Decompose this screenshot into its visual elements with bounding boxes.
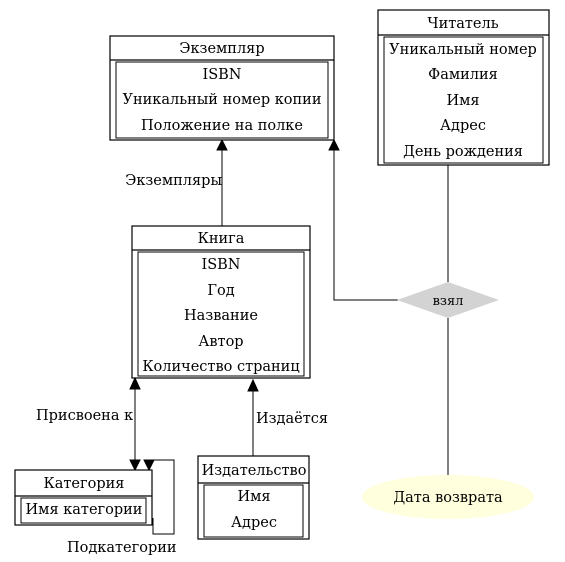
took-relationship-label: взял <box>433 294 464 309</box>
book-attr-author: Автор <box>198 334 243 350</box>
book-title: Книга <box>198 231 245 247</box>
published-by-edge-label: Издаётся <box>256 411 328 427</box>
publisher-attr-name: Имя <box>237 489 270 505</box>
category-attributes-box <box>20 497 147 524</box>
assigned-to-edge-label: Присвоена к <box>36 408 133 424</box>
arrow-book-tail <box>129 376 141 390</box>
reader-attr-surname: Фамилия <box>428 67 498 83</box>
book-attr-pages: Количество страниц <box>142 359 299 375</box>
copies-edge-label: Экземпляры <box>125 173 222 189</box>
arrow-publisher-edge-head <box>247 378 259 392</box>
book-attr-title: Название <box>184 308 258 324</box>
exemplar-attr-copy-id: Уникальный номер копии <box>122 92 321 108</box>
category-title: Категория <box>44 476 125 492</box>
exemplar-attr-isbn: ISBN <box>202 67 241 83</box>
book-attributes-box <box>137 251 305 377</box>
reader-title: Читатель <box>427 16 498 32</box>
publisher-entity-box <box>197 455 310 540</box>
exemplar-entity-box <box>109 35 335 141</box>
took-relationship-diamond <box>397 282 499 318</box>
book-entity-box <box>131 225 311 379</box>
publisher-attributes-box <box>203 484 304 538</box>
arrow-exemplar-head <box>216 138 228 151</box>
publisher-attr-address: Адрес <box>231 515 277 531</box>
exemplar-attributes-box <box>115 61 329 139</box>
reader-attributes-box <box>383 36 544 164</box>
book-attr-isbn: ISBN <box>201 257 240 273</box>
book-attr-year: Год <box>207 283 234 299</box>
category-attr-name: Имя категории <box>26 502 143 518</box>
exemplar-title: Экземпляр <box>179 41 264 57</box>
reader-entity-box <box>377 9 550 166</box>
publisher-title: Издательство <box>202 463 307 479</box>
arrow-took-exemplar-head <box>328 138 340 151</box>
arrow-subcategory-head <box>143 459 155 472</box>
reader-attr-birthday: День рождения <box>403 144 523 160</box>
exemplar-attr-shelf: Положение на полке <box>141 118 303 134</box>
arrow-category-head <box>129 459 141 472</box>
edge-took-exemplar <box>333 150 398 301</box>
reader-attr-id: Уникальный номер <box>389 42 537 58</box>
edge-subcategory-loop <box>149 459 175 535</box>
reader-attr-name: Имя <box>446 93 479 109</box>
reader-attr-address: Адрес <box>440 118 486 134</box>
subcategories-edge-label: Подкатегории <box>67 540 177 556</box>
return-date-label: Дата возврата <box>393 490 503 506</box>
return-date-ellipse <box>362 475 534 519</box>
